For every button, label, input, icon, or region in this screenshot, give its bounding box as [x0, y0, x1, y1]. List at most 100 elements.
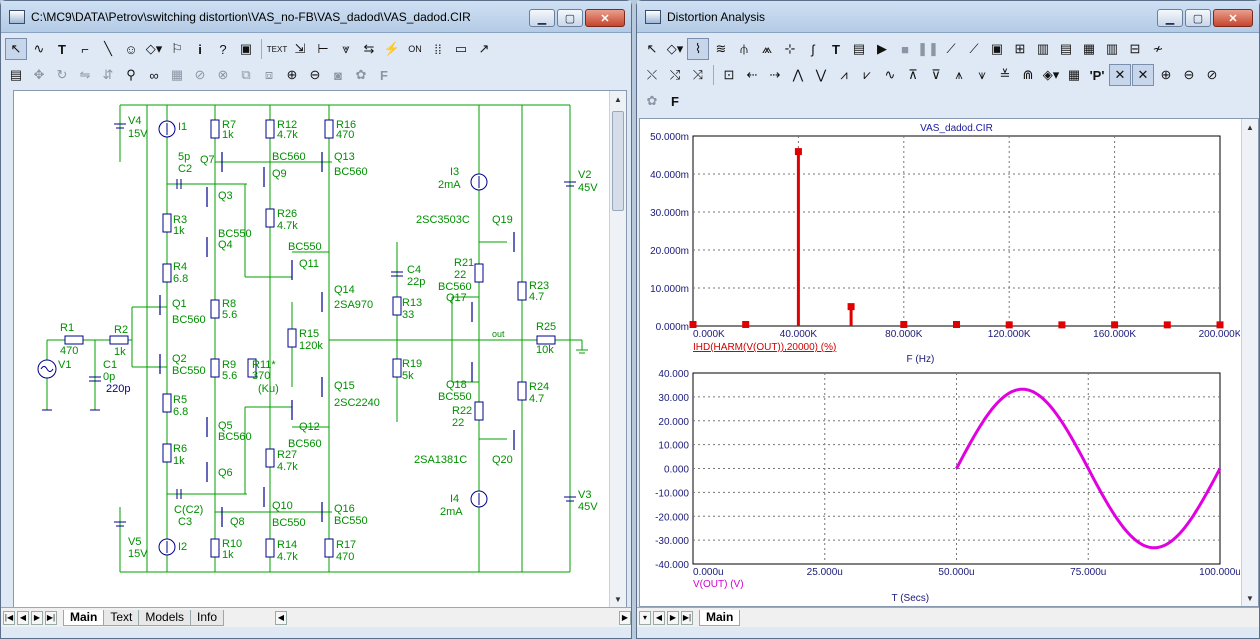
- palette-icon[interactable]: ✿: [355, 67, 367, 82]
- tag-mode-icon[interactable]: ✕: [1109, 64, 1131, 86]
- camera-icon[interactable]: ◙: [334, 67, 342, 83]
- rotate-icon[interactable]: ↻: [56, 67, 68, 82]
- analysis-titlebar[interactable]: Distortion Analysis ▁ ▢ ✕: [637, 1, 1259, 33]
- scroll-thumb[interactable]: [612, 111, 624, 211]
- palette-2-icon[interactable]: ✿: [646, 93, 658, 108]
- formula-icon[interactable]: ʃ: [811, 41, 815, 57]
- copy-icon[interactable]: ⧉: [241, 67, 251, 82]
- grid-1-icon[interactable]: ▥: [1036, 41, 1050, 56]
- analysis-last-icon[interactable]: ▶|: [681, 610, 693, 625]
- trace-icon[interactable]: ≁: [1152, 41, 1164, 56]
- text-icon[interactable]: TEXT: [266, 44, 288, 54]
- cursor-right-icon[interactable]: ⤭: [669, 67, 681, 82]
- cursor-mode-icon[interactable]: ↗: [478, 41, 490, 56]
- tab-text[interactable]: Text: [103, 609, 140, 626]
- binoculars-icon[interactable]: ∞: [149, 67, 159, 83]
- table-icon[interactable]: ⊞: [1014, 41, 1026, 56]
- right-cursor-icon[interactable]: ⇢: [769, 67, 781, 82]
- tag-mode-2-icon[interactable]: ✕: [1132, 64, 1154, 86]
- page-icon[interactable]: ▣: [990, 41, 1004, 56]
- stop-icon[interactable]: ⊘: [194, 67, 206, 82]
- peak-find-icon[interactable]: ⋀: [792, 67, 804, 82]
- scroll-up-icon[interactable]: ▲: [614, 94, 622, 104]
- properties-2-icon[interactable]: ▤: [852, 41, 866, 56]
- analysis-maximize-button[interactable]: ▢: [1185, 9, 1211, 27]
- hscroll-right-icon[interactable]: ▶: [619, 610, 631, 625]
- find-icon[interactable]: ⚲: [126, 67, 136, 82]
- flip-x-icon[interactable]: ⇋: [79, 67, 91, 82]
- global-low-icon[interactable]: ⊽: [931, 67, 941, 82]
- font-2-icon[interactable]: F: [671, 93, 679, 109]
- analysis-prev-icon[interactable]: ◀: [653, 610, 665, 625]
- tag-icon[interactable]: ⊹: [784, 41, 796, 56]
- shape-tool-icon[interactable]: ◇▾: [666, 41, 684, 56]
- analysis-zoom-in-icon[interactable]: ⊕: [1160, 67, 1172, 82]
- numeric-icon[interactable]: ▦: [1067, 67, 1081, 82]
- p-key-icon[interactable]: 'P': [1089, 67, 1105, 83]
- global-high-icon[interactable]: ⊼: [908, 67, 918, 82]
- schematic-titlebar[interactable]: C:\MC9\DATA\Petrov\switching distortion\…: [1, 1, 631, 33]
- grid-2-icon[interactable]: ▤: [1059, 41, 1073, 56]
- slope-icon[interactable]: ⟋: [946, 41, 956, 56]
- cancel-icon[interactable]: ⊗: [217, 67, 229, 82]
- pin-icon[interactable]: ⊢: [317, 41, 329, 56]
- wave-icon[interactable]: ≋: [715, 41, 727, 56]
- left-cursor-icon[interactable]: ⇠: [746, 67, 758, 82]
- analysis-next-icon[interactable]: ▶: [667, 610, 679, 625]
- text-tool-icon[interactable]: T: [58, 41, 66, 57]
- tab-main[interactable]: Main: [63, 609, 105, 626]
- properties-icon[interactable]: ▤: [9, 67, 23, 82]
- select-mode-icon[interactable]: ↖: [5, 38, 27, 60]
- analysis-zoom-out-icon[interactable]: ⊖: [1183, 67, 1195, 82]
- scroll-down-icon[interactable]: ▼: [614, 594, 622, 604]
- wire-mode-icon[interactable]: ⌐: [81, 41, 89, 57]
- high-icon[interactable]: ⩘: [840, 67, 848, 82]
- tab-info[interactable]: Info: [190, 609, 225, 626]
- last-page-icon[interactable]: ▶|: [45, 610, 57, 625]
- help-icon[interactable]: ?: [219, 41, 227, 57]
- top-icon[interactable]: ⩚: [955, 67, 963, 82]
- axis-icon[interactable]: ⊟: [1129, 41, 1141, 56]
- scale-icon[interactable]: ⫛: [740, 41, 748, 56]
- grid-3-icon[interactable]: ▦: [1082, 41, 1096, 56]
- current-icon[interactable]: ⇆: [363, 41, 375, 56]
- slope-find-icon[interactable]: ≚: [999, 67, 1011, 82]
- analysis-vscroll[interactable]: ▲ ▼: [1241, 119, 1258, 606]
- first-page-icon[interactable]: |◀: [3, 610, 15, 625]
- run-icon[interactable]: ▶: [877, 41, 887, 56]
- power-icon[interactable]: ⚡: [383, 41, 401, 56]
- close-button[interactable]: ✕: [585, 9, 625, 27]
- on-icon[interactable]: ON: [408, 44, 422, 54]
- low-icon[interactable]: ⩗: [863, 67, 871, 82]
- minimize-button[interactable]: ▁: [529, 9, 555, 27]
- analysis-scroll-up-icon[interactable]: ▲: [1246, 122, 1254, 132]
- shape-icon[interactable]: ◇▾: [145, 41, 163, 56]
- wire-icon[interactable]: ∿: [33, 41, 45, 56]
- next-page-icon[interactable]: ▶: [31, 610, 43, 625]
- cursor-mode-2-icon[interactable]: ⤨: [692, 67, 704, 82]
- info-icon[interactable]: i: [198, 41, 202, 57]
- line-icon[interactable]: ╲: [104, 41, 112, 56]
- chart-icon[interactable]: ⊡: [723, 67, 735, 82]
- valley-find-icon[interactable]: ⋁: [815, 67, 827, 82]
- grid-4-icon[interactable]: ▥: [1105, 41, 1119, 56]
- select-icon[interactable]: ↖: [646, 41, 658, 56]
- hscroll-left-icon[interactable]: ◀: [275, 610, 287, 625]
- component-icon[interactable]: ☺: [124, 41, 138, 57]
- clipboard-icon[interactable]: ▦: [170, 67, 184, 82]
- tag-data-icon[interactable]: ◈▾: [1042, 67, 1060, 82]
- analysis-scroll-down-icon[interactable]: ▼: [1246, 593, 1254, 603]
- maximize-button[interactable]: ▢: [557, 9, 583, 27]
- move-icon[interactable]: ✥: [33, 67, 45, 82]
- plot-icon[interactable]: ⌇: [687, 38, 709, 60]
- paste-icon[interactable]: ⧈: [264, 67, 274, 82]
- font-icon[interactable]: F: [380, 67, 388, 83]
- a-text-icon[interactable]: T: [832, 41, 840, 57]
- zoom-out-icon[interactable]: ⊖: [309, 67, 321, 82]
- stop-square-icon[interactable]: ■: [901, 41, 909, 57]
- zoom-in-icon[interactable]: ⊕: [286, 67, 298, 82]
- slope-2-icon[interactable]: ⟋: [969, 41, 979, 56]
- grid-icon[interactable]: ⁞⁞: [434, 41, 442, 57]
- pause-icon[interactable]: ❚❚: [917, 41, 939, 56]
